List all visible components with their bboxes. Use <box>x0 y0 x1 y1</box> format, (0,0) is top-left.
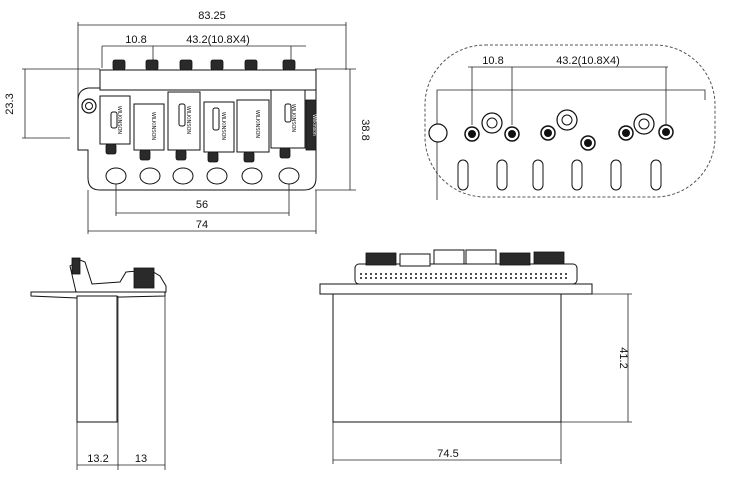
detail-outline <box>424 44 716 198</box>
string-spacing-label: 43.2(10.8X4) <box>186 34 250 46</box>
screw-spacing-dimension: 56 <box>115 184 290 216</box>
saddle-5 <box>236 99 270 153</box>
saddle-1-marking: WILKINSON <box>116 106 122 134</box>
saddle-screws-top <box>112 59 296 71</box>
plate-logo: Wilkinson <box>311 114 317 136</box>
saddle-2 <box>133 103 165 151</box>
detail-pivot-studs <box>464 124 674 151</box>
screw-spacing-label: 56 <box>196 199 208 211</box>
saddle-6-marking: WILKINSON <box>290 104 296 132</box>
saddle-2-marking: WILKINSON <box>150 112 156 140</box>
plate-height-label: 23.3 <box>4 93 16 114</box>
block-height-dimension: 41.2 <box>561 293 632 423</box>
detail-string-spacing-label: 43.2(10.8X4) <box>556 55 620 67</box>
saddle-5-marking: WILKINSON <box>254 110 260 138</box>
block-width-dimension: 74.5 <box>332 422 562 464</box>
rear-block <box>332 293 562 423</box>
intonation-screws <box>105 143 291 163</box>
detail-view: 10.8 43.2(10.8X4) <box>424 44 716 200</box>
plate-width-label: 74 <box>196 219 208 231</box>
detail-spacing-dimensions: 10.8 43.2(10.8X4) <box>468 55 668 125</box>
ferrule-bar <box>99 69 317 91</box>
block-thickness-label: 13.2 <box>87 453 108 465</box>
first-spacing-label: 10.8 <box>125 34 146 46</box>
rear-view: 41.2 74.5 <box>319 249 632 464</box>
side-string-hook <box>71 257 81 275</box>
block-width-label: 74.5 <box>437 448 458 460</box>
front-view: 83.25 10.8 43.2(10.8X4) 23.3 38.8 <box>4 10 371 234</box>
rear-plate <box>319 283 593 295</box>
side-view: 13.2 13 <box>30 257 167 470</box>
side-block <box>76 295 118 423</box>
total-height-label: 38.8 <box>359 119 371 140</box>
total-height-dimension: 38.8 <box>315 68 371 191</box>
offset-label: 13 <box>135 453 147 465</box>
saddles: WILKINSON WILKINSON WILKINSON WILKINSON … <box>99 89 306 153</box>
saddle-3-marking: WILKINSON <box>185 106 191 134</box>
detail-bushings <box>481 109 655 135</box>
side-dimensions: 13.2 13 <box>76 296 166 470</box>
mounting-slots <box>105 167 300 185</box>
rear-saddles <box>354 249 578 285</box>
overall-width-label: 83.25 <box>198 10 226 22</box>
side-spring <box>133 267 155 289</box>
detail-slots <box>457 159 662 191</box>
block-height-label: 41.2 <box>617 347 629 368</box>
logo-plate: Wilkinson <box>305 99 317 151</box>
string-spacing-dimensions: 10.8 43.2(10.8X4) <box>101 34 306 68</box>
plate-width-dimension: 74 <box>87 190 317 234</box>
detail-first-spacing-label: 10.8 <box>482 55 503 67</box>
plate-height-dimension: 23.3 <box>4 68 100 139</box>
saddle-4-marking: WILKINSON <box>220 112 226 140</box>
detail-arm-hole <box>428 123 448 143</box>
